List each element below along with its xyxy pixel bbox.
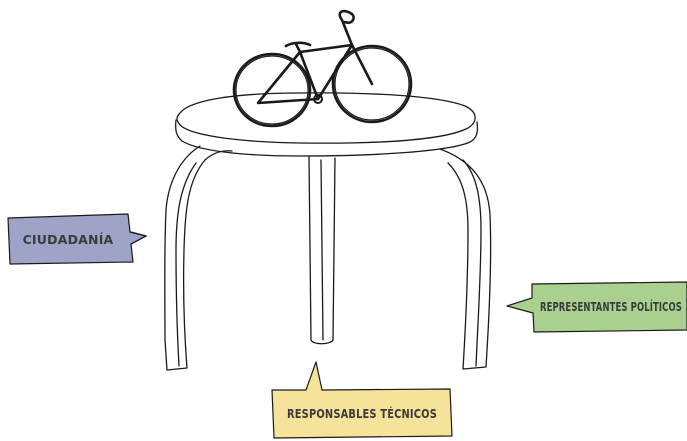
label-technicians-box	[271, 361, 453, 439]
stool-seat-edge	[175, 119, 479, 157]
bicycle-rear-wheel	[232, 52, 312, 128]
bicycle	[232, 9, 413, 128]
stool-seat-top	[176, 92, 476, 144]
stool-back-leg	[308, 156, 336, 345]
stool	[164, 92, 492, 371]
bicycle-front-wheel	[331, 44, 413, 124]
label-technicians-text: RESPONSABLES TÉCNICOS	[287, 406, 437, 421]
stool-right-leg	[439, 148, 492, 370]
label-technicians: RESPONSABLES TÉCNICOS	[271, 361, 453, 439]
label-politicians: REPRESENTANTES POLÍTICOS	[506, 281, 687, 333]
bicycle-handlebar	[338, 9, 355, 47]
label-citizens: CIUDADANÍA	[7, 213, 148, 265]
label-politicians-text: REPRESENTANTES POLÍTICOS	[540, 299, 682, 314]
label-politicians-box	[506, 281, 687, 333]
bicycle-saddle	[284, 41, 312, 48]
label-citizens-text: CIUDADANÍA	[23, 232, 114, 247]
stool-left-leg	[164, 145, 233, 371]
